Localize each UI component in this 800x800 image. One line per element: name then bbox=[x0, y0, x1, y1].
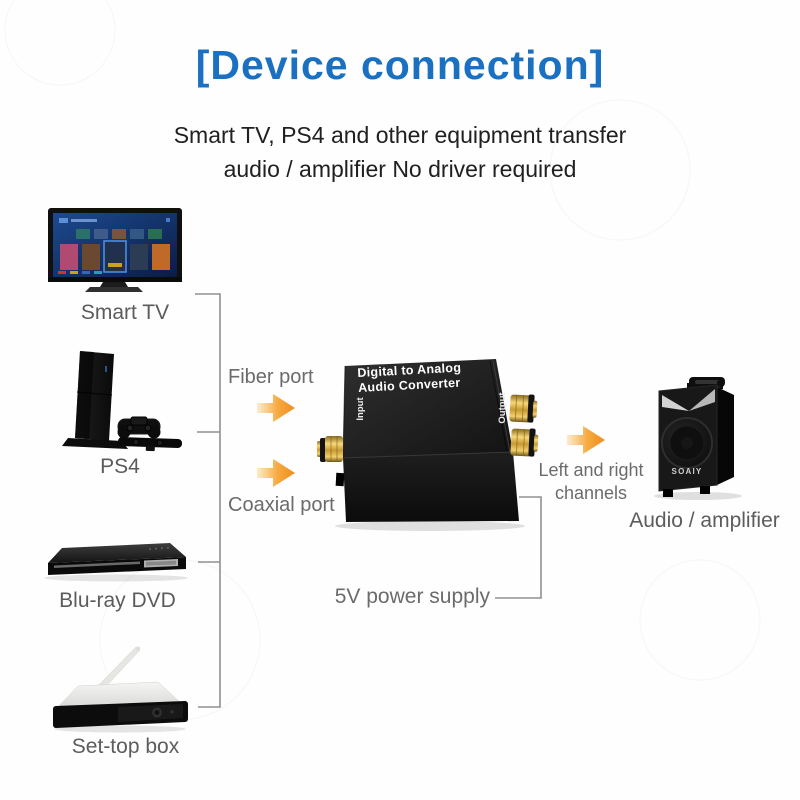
converter-input-label: Input bbox=[355, 397, 366, 421]
subtitle-line1: Smart TV, PS4 and other equipment transf… bbox=[173, 122, 627, 148]
rca-output-jacks bbox=[509, 394, 539, 457]
coaxial-input-jack bbox=[317, 436, 343, 462]
coaxial-arrow-icon bbox=[257, 459, 295, 487]
optical-input-port bbox=[335, 472, 345, 487]
ps4-label: PS4 bbox=[100, 455, 140, 478]
settop-box-image bbox=[53, 646, 188, 733]
converter-output-label: Output bbox=[497, 392, 508, 424]
source-bracket-lines bbox=[195, 293, 221, 708]
coaxial-port-label: Coaxial port bbox=[228, 494, 335, 516]
fiber-arrow-icon bbox=[257, 394, 295, 422]
settop-label: Set-top box bbox=[71, 735, 180, 758]
power-supply-line bbox=[495, 496, 542, 599]
ps4-controller bbox=[117, 416, 161, 439]
smart-tv-label: Smart TV bbox=[80, 301, 170, 324]
smart-tv-image bbox=[48, 208, 182, 292]
fiber-port-label: Fiber port bbox=[228, 366, 314, 388]
ps4-image bbox=[62, 351, 183, 452]
subtitle-line2: audio / amplifier No driver required bbox=[223, 156, 577, 182]
speaker-brand-text: SOAIY bbox=[672, 467, 703, 476]
power-supply-label: 5V power supply bbox=[334, 585, 490, 608]
amplifier-label: Audio / amplifier bbox=[629, 509, 780, 532]
channels-label-line2: channels bbox=[554, 483, 628, 503]
bluray-label: Blu-ray DVD bbox=[59, 589, 176, 612]
channels-label: Left and right channels bbox=[524, 459, 658, 505]
page-title: [Device connection] bbox=[195, 42, 605, 88]
ps4-camera bbox=[118, 437, 183, 452]
output-arrow-icon bbox=[567, 426, 605, 454]
bluray-player-image bbox=[44, 543, 188, 582]
channels-label-line1: Left and right bbox=[538, 460, 644, 480]
speaker-image: SOAIY bbox=[654, 377, 742, 500]
converter-box-image bbox=[317, 359, 539, 531]
